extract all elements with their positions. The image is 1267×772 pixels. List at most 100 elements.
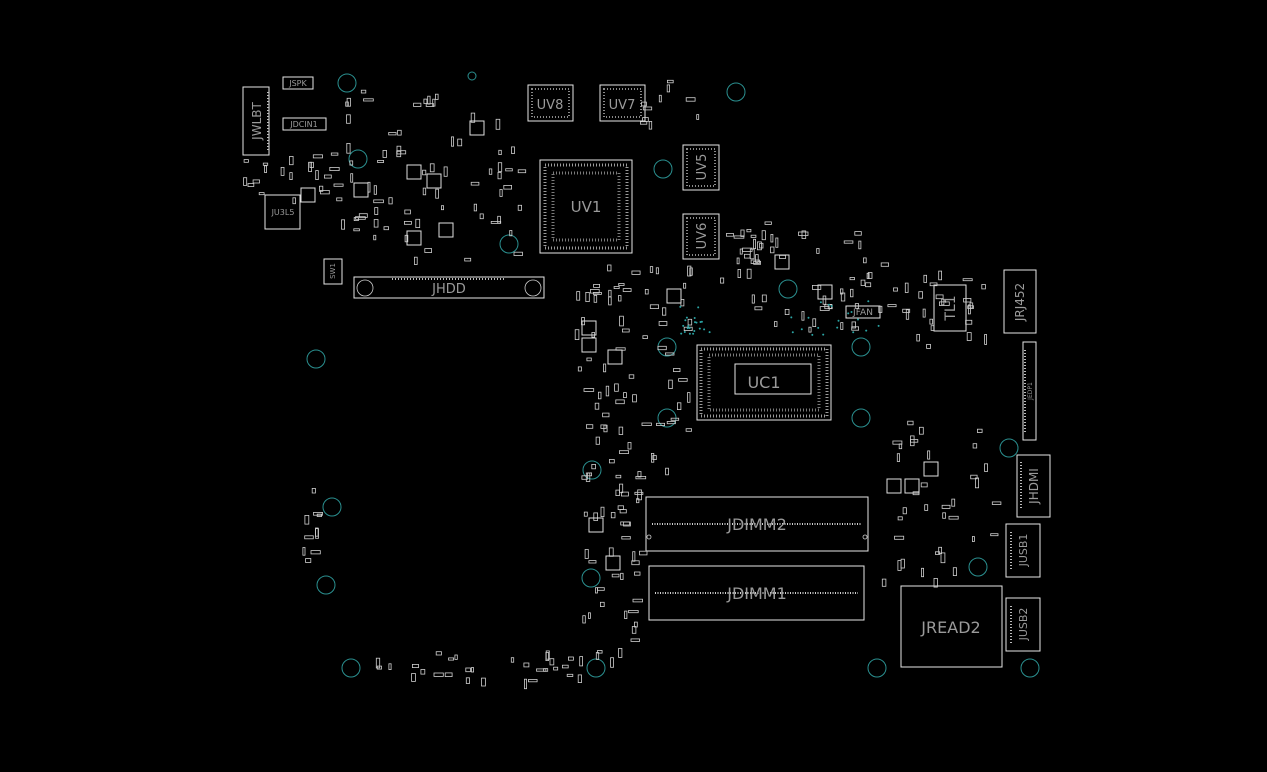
smd-part <box>900 558 905 569</box>
smd-part <box>927 450 931 460</box>
jhdd-connector[interactable]: JHDD <box>353 276 545 299</box>
jwlbt-connector[interactable]: JWLBT <box>242 86 270 156</box>
jdcin1-label: JDCIN1 <box>289 120 318 129</box>
smd-part <box>642 117 649 122</box>
smd-part <box>440 205 444 211</box>
smd-part <box>320 189 330 195</box>
smd-part <box>345 101 349 107</box>
smd-part <box>969 302 974 309</box>
smd-part <box>598 391 602 400</box>
smd-part <box>750 234 757 238</box>
jfan-connector[interactable]: JFAN <box>845 305 881 319</box>
jusb2-connector[interactable]: JUSB2 <box>1005 597 1041 652</box>
jdimm1-slot[interactable]: JDIMM1 <box>648 565 865 621</box>
smd-part <box>918 291 923 299</box>
jspk-connector[interactable]: JSPK <box>282 76 314 90</box>
jedp1-connector[interactable]: JEDP1 <box>1022 341 1037 441</box>
tl1-transformer[interactable]: TL1 <box>933 284 967 332</box>
smd-part <box>620 572 624 580</box>
jdcin1-connector[interactable]: JDCIN1 <box>282 117 327 131</box>
smd-part <box>600 601 605 607</box>
smd-part <box>341 219 345 230</box>
smd-part <box>258 192 265 196</box>
smd-part <box>495 118 501 130</box>
smd-part <box>586 357 592 362</box>
smd-part <box>497 162 503 172</box>
smd-part <box>396 150 407 155</box>
via <box>836 326 839 329</box>
smd-part <box>948 515 959 520</box>
uc1-chip[interactable]: UC1 <box>696 344 832 421</box>
via <box>822 333 825 336</box>
via <box>828 303 830 306</box>
jread2-connector[interactable]: JREAD2 <box>900 585 1003 668</box>
smd-part <box>631 270 641 275</box>
smd-part <box>262 162 269 166</box>
smd-part <box>619 450 630 454</box>
smd-part <box>448 657 455 661</box>
sw1-switch[interactable]: SW1 <box>323 258 343 285</box>
via <box>688 327 691 329</box>
smd-part <box>685 428 692 432</box>
smd-part <box>866 272 870 279</box>
ju3l5-component[interactable]: JU3L5 <box>264 194 301 230</box>
smd-part <box>549 658 555 666</box>
smd-part <box>750 259 760 264</box>
smd-part <box>851 321 856 329</box>
smd-part <box>450 136 454 147</box>
smd-part <box>644 288 649 295</box>
smd-part <box>311 487 316 494</box>
smd-part <box>517 204 523 211</box>
smd-part <box>942 512 946 519</box>
smd-part <box>429 163 435 173</box>
smd-part <box>935 551 941 555</box>
smd-part <box>403 220 412 225</box>
uv5-chip[interactable]: UV5 <box>682 144 720 191</box>
small-ic <box>666 288 682 304</box>
uv6-chip[interactable]: UV6 <box>682 213 720 260</box>
smd-part <box>444 672 453 678</box>
smd-part <box>922 308 926 318</box>
jrj452-label: JRJ452 <box>1013 283 1027 322</box>
uv7-chip[interactable]: UV7 <box>599 84 646 122</box>
uv1-chip[interactable]: UV1 <box>539 159 633 254</box>
smd-part <box>611 573 620 578</box>
smd-part <box>905 309 910 320</box>
smd-part <box>939 301 950 306</box>
uv8-chip[interactable]: UV8 <box>527 84 574 122</box>
smd-part <box>615 474 622 479</box>
smd-part <box>898 443 903 450</box>
via <box>700 320 703 323</box>
smd-part <box>941 504 951 509</box>
via <box>857 318 859 321</box>
smd-part <box>887 304 897 308</box>
smd-part <box>736 257 740 265</box>
smd-part <box>584 549 589 559</box>
smd-part <box>687 392 691 403</box>
smd-part <box>648 121 653 130</box>
smd-part <box>687 265 692 277</box>
smd-part <box>665 352 675 356</box>
smd-part <box>753 260 762 265</box>
smd-part <box>488 168 493 175</box>
smd-part <box>622 328 630 333</box>
smd-part <box>962 278 973 282</box>
smd-part <box>388 132 397 136</box>
jwlbt-label: JWLBT <box>250 102 264 141</box>
smd-part <box>373 185 377 195</box>
smd-part <box>595 587 598 594</box>
via <box>830 305 833 307</box>
jusb1-connector[interactable]: JUSB1 <box>1005 523 1041 578</box>
smd-part <box>720 277 725 284</box>
smd-part <box>481 677 486 687</box>
jhdmi-connector[interactable]: JHDMI <box>1016 454 1051 518</box>
jdimm2-slot[interactable]: JDIMM2 <box>645 496 869 552</box>
smd-part <box>577 674 582 684</box>
smd-part <box>420 669 426 675</box>
smd-part <box>894 535 905 540</box>
jhdmi-label: JHDMI <box>1027 468 1041 505</box>
smd-part <box>726 233 734 237</box>
smd-part <box>621 536 631 540</box>
smd-part <box>933 578 938 588</box>
jrj452-connector[interactable]: JRJ452 <box>1003 269 1037 334</box>
